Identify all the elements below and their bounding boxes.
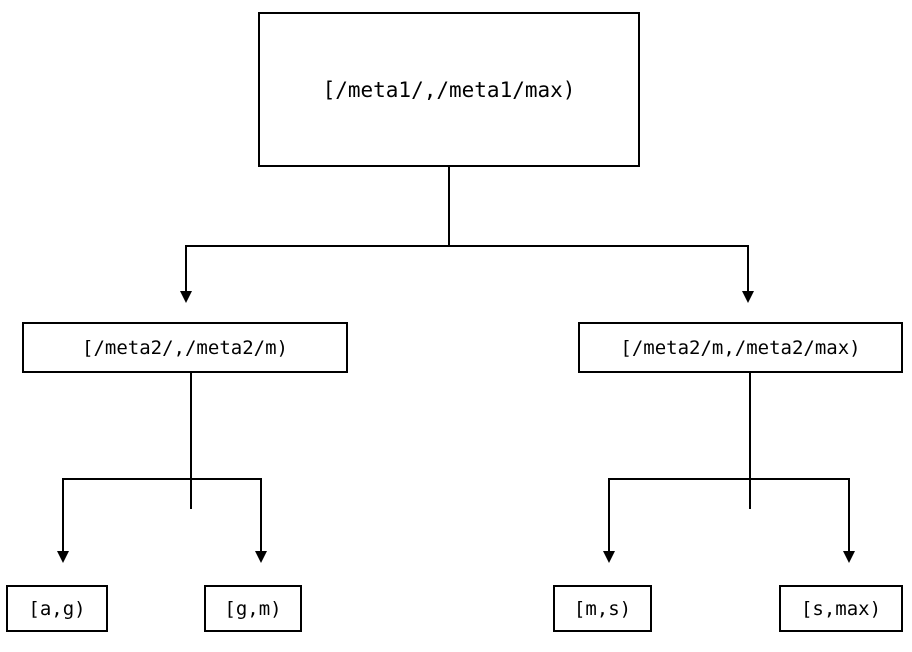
arrowhead-root-to-l2-right-icon <box>742 291 754 303</box>
tree-leaf-g-m-label: [g,m) <box>224 597 282 620</box>
tree-leaf-a-g-label: [a,g) <box>28 597 86 620</box>
edge-meta2-low-bus-left <box>62 478 191 480</box>
edge-meta2-high-bus-right <box>749 478 850 480</box>
edge-meta2-low-to-leaf-ag <box>62 478 64 552</box>
tree-node-meta2-low-label: [/meta2/,/meta2/m) <box>82 336 288 359</box>
tree-leaf-s-max-label: [s,max) <box>800 597 882 620</box>
tree-node-meta2-high-label: [/meta2/m,/meta2/max) <box>620 336 861 359</box>
arrowhead-to-leaf-gm-icon <box>255 551 267 563</box>
edge-root-bus <box>185 245 749 247</box>
tree-node-meta2-high: [/meta2/m,/meta2/max) <box>578 322 903 373</box>
tree-node-root: [/meta1/,/meta1/max) <box>258 12 640 167</box>
edge-meta2-low-bus-right <box>190 478 262 480</box>
tree-leaf-a-g: [a,g) <box>6 585 108 632</box>
edge-root-to-l2-right <box>747 245 749 292</box>
edge-meta2-high-stem <box>749 373 751 509</box>
arrowhead-to-leaf-ms-icon <box>603 551 615 563</box>
tree-node-meta2-low: [/meta2/,/meta2/m) <box>22 322 348 373</box>
edge-meta2-high-to-leaf-smax <box>848 478 850 552</box>
edge-meta2-high-to-leaf-ms <box>608 478 610 552</box>
tree-leaf-m-s: [m,s) <box>553 585 652 632</box>
edge-root-to-l2-left <box>185 245 187 292</box>
tree-leaf-m-s-label: [m,s) <box>573 597 632 620</box>
tree-node-root-label: [/meta1/,/meta1/max) <box>322 77 576 102</box>
arrowhead-root-to-l2-left-icon <box>180 291 192 303</box>
tree-leaf-g-m: [g,m) <box>204 585 302 632</box>
arrowhead-to-leaf-ag-icon <box>57 551 69 563</box>
tree-leaf-s-max: [s,max) <box>779 585 903 632</box>
arrowhead-to-leaf-smax-icon <box>843 551 855 563</box>
edge-root-stem <box>448 167 450 246</box>
edge-meta2-high-bus-left <box>608 478 750 480</box>
edge-meta2-low-stem <box>190 373 192 509</box>
edge-meta2-low-to-leaf-gm <box>260 478 262 552</box>
